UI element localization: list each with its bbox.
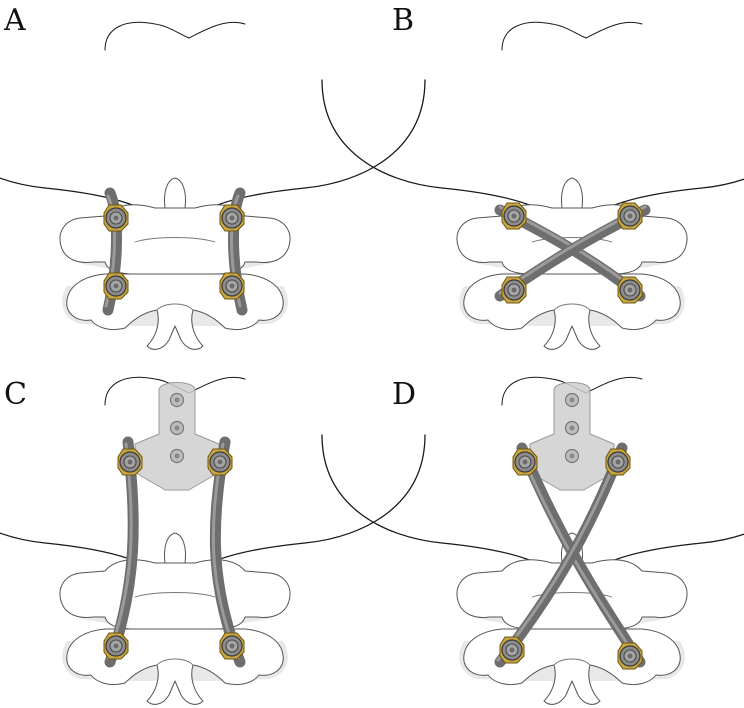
screw-occipital-left bbox=[512, 448, 538, 476]
skull-base-outline bbox=[321, 21, 744, 212]
cervical-vertebrae bbox=[59, 532, 291, 705]
screw-c2-left bbox=[499, 636, 525, 664]
screw-c1-right bbox=[617, 202, 643, 230]
panel-label-b: B bbox=[392, 3, 414, 38]
occipital-plate bbox=[529, 381, 615, 491]
screw-c1-left bbox=[501, 202, 527, 230]
screw-c2-left bbox=[103, 272, 129, 300]
panel-a: A bbox=[0, 3, 426, 350]
panel-b: B bbox=[321, 3, 744, 350]
screw-c2-right bbox=[219, 272, 245, 300]
rod-crossed-1 bbox=[516, 442, 646, 668]
panel-label-d: D bbox=[392, 377, 416, 412]
screw-c2-left bbox=[103, 632, 129, 660]
screw-c2-right bbox=[219, 632, 245, 660]
panel-label-a: A bbox=[3, 3, 26, 38]
screw-c2-right bbox=[617, 642, 643, 670]
panel-d: D bbox=[321, 376, 744, 705]
screw-c1-right bbox=[219, 204, 245, 232]
screw-occipital-left bbox=[117, 448, 143, 476]
screw-c2-right bbox=[617, 276, 643, 304]
occipital-plate bbox=[134, 381, 220, 491]
screw-c2-left bbox=[501, 276, 527, 304]
screw-occipital-right bbox=[605, 448, 631, 476]
cervical-vertebrae bbox=[59, 177, 291, 350]
panel-c: C bbox=[0, 376, 426, 705]
cervical-vertebrae bbox=[456, 177, 688, 350]
screw-c1-left bbox=[103, 204, 129, 232]
skull-base-outline bbox=[0, 21, 426, 212]
screw-occipital-right bbox=[207, 448, 233, 476]
panel-label-c: C bbox=[4, 377, 27, 412]
